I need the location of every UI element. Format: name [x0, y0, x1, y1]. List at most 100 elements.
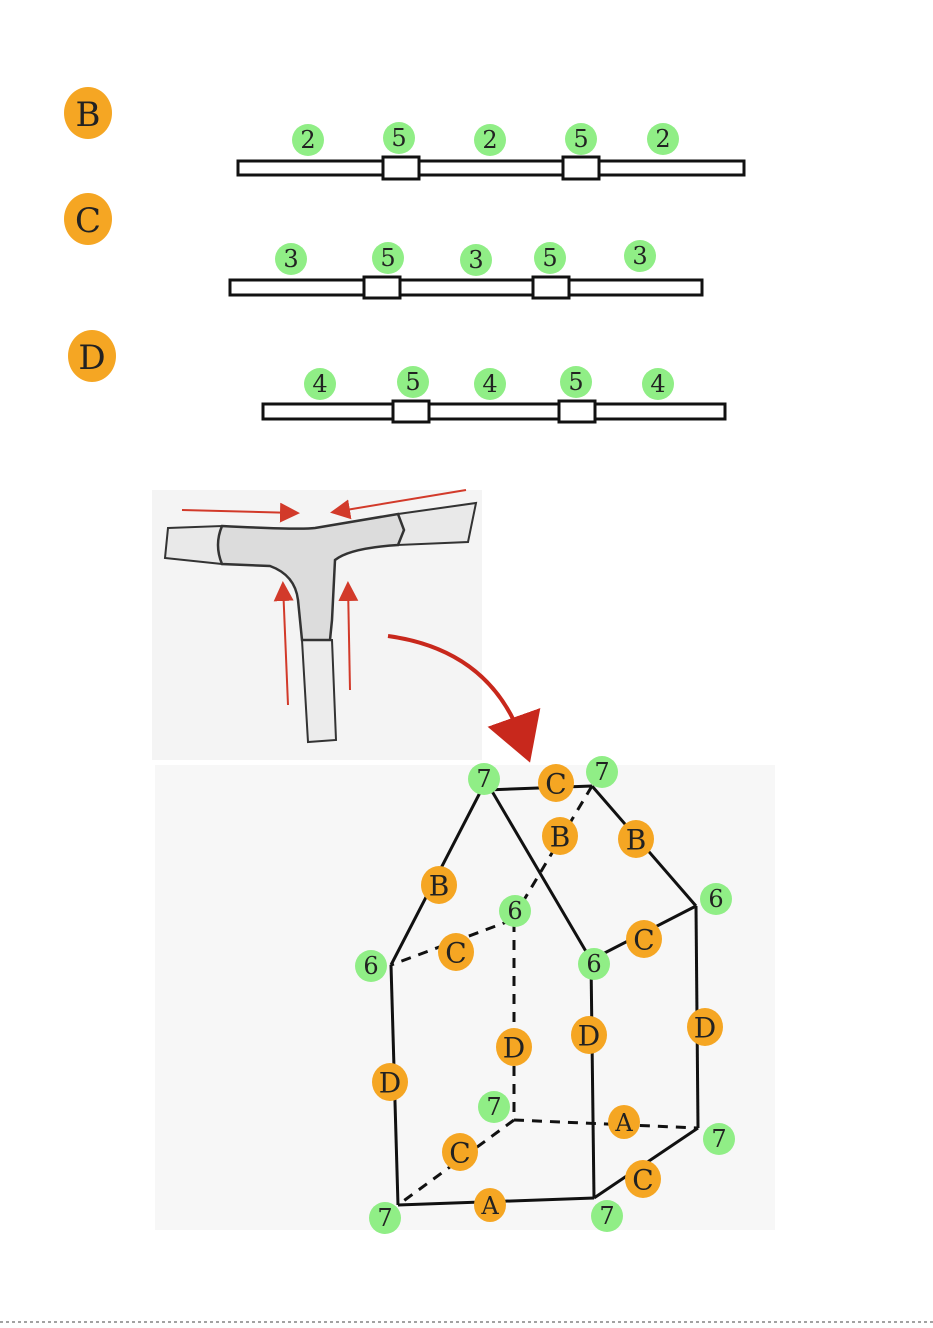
svg-text:C: C — [449, 1137, 470, 1170]
edge-label-base-front: A — [474, 1188, 506, 1222]
rod-b-connector-1 — [383, 157, 419, 179]
edge-label-base-back: A — [608, 1105, 640, 1139]
rod-c-segment-1: 3 — [275, 243, 307, 275]
rod-d-segment-3: 4 — [474, 368, 506, 400]
vertex-label-front-apex: 7 — [468, 763, 500, 795]
svg-text:C: C — [445, 937, 466, 970]
edge-label-ridge: C — [538, 764, 574, 802]
svg-text:C: C — [633, 924, 654, 957]
svg-text:4: 4 — [650, 370, 665, 398]
svg-text:7: 7 — [599, 1202, 614, 1230]
rod-d-connector-2 — [559, 401, 595, 422]
vertex-label-back-right-base: 7 — [703, 1123, 735, 1155]
vertex-label-front-right-eave: 6 — [578, 948, 610, 980]
rod-b-letter: B — [76, 95, 101, 135]
rod-d-segment-5: 4 — [642, 368, 674, 400]
rod-c-letter: C — [75, 201, 101, 241]
svg-text:6: 6 — [363, 952, 378, 980]
svg-text:7: 7 — [377, 1204, 392, 1232]
t-connector-illustration — [152, 490, 482, 760]
svg-text:A: A — [480, 1192, 499, 1220]
svg-text:B: B — [550, 821, 571, 854]
left-tube — [165, 526, 222, 564]
svg-text:5: 5 — [380, 244, 395, 272]
rod-d-connector-1 — [393, 401, 429, 422]
rod-c-segment-4: 5 — [534, 242, 566, 274]
vertex-label-back-right-eave: 6 — [700, 883, 732, 915]
rod-b-row: B 2 5 2 5 2 — [64, 87, 744, 179]
svg-text:3: 3 — [632, 242, 647, 270]
edge-label-front-left-post: D — [372, 1063, 408, 1101]
rod-b-segment-4: 5 — [565, 123, 597, 155]
svg-text:7: 7 — [594, 758, 609, 786]
rod-d-segment-4: 5 — [560, 366, 592, 398]
edge-label-base-right: C — [625, 1160, 661, 1198]
edge-label-back-right-post: D — [687, 1008, 723, 1046]
edge-label-front-roof-left: B — [421, 866, 457, 904]
svg-text:D: D — [503, 1032, 525, 1065]
vertex-label-back-apex: 7 — [586, 756, 618, 788]
edge-label-back-left-post: D — [496, 1028, 532, 1066]
rod-b-segment-1: 2 — [292, 124, 324, 156]
rod-b-letter-badge: B — [64, 87, 112, 139]
rod-d-row: D 4 5 4 5 4 — [68, 330, 725, 422]
svg-text:5: 5 — [391, 124, 406, 152]
rod-c-connector-2 — [533, 277, 569, 298]
edge-label-front-right-post: D — [571, 1016, 607, 1054]
svg-text:7: 7 — [486, 1093, 501, 1121]
svg-text:6: 6 — [507, 897, 522, 925]
svg-text:7: 7 — [711, 1125, 726, 1153]
svg-text:7: 7 — [476, 765, 491, 793]
edge-label-back-roof-right: B — [618, 820, 654, 858]
rod-b-segment-2: 5 — [383, 122, 415, 154]
rod-c-tube — [230, 280, 702, 295]
bottom-tube — [302, 640, 336, 742]
edge-label-back-roof-left: B — [542, 817, 578, 855]
rod-c-letter-badge: C — [64, 193, 112, 245]
svg-text:D: D — [694, 1012, 716, 1045]
rod-c-connector-1 — [364, 277, 400, 298]
rod-c-segment-5: 3 — [624, 240, 656, 272]
edge-label-eave-right: C — [626, 920, 662, 958]
svg-text:2: 2 — [300, 126, 315, 154]
rod-d-segment-2: 5 — [397, 366, 429, 398]
vertex-label-back-left-eave: 6 — [499, 895, 531, 927]
svg-text:5: 5 — [573, 125, 588, 153]
svg-text:B: B — [429, 870, 450, 903]
svg-text:4: 4 — [312, 370, 327, 398]
rod-c-row: C 3 5 3 5 3 — [64, 193, 702, 298]
svg-text:6: 6 — [708, 885, 723, 913]
rod-d-tube — [263, 404, 725, 419]
vertex-label-back-left-base: 7 — [478, 1091, 510, 1123]
house-frame: C B B B C C D D D D A C A C 7 7 6 6 6 6 … — [155, 756, 775, 1234]
edge-label-eave-left: C — [438, 933, 474, 971]
rod-b-connector-2 — [563, 157, 599, 179]
svg-text:3: 3 — [283, 245, 298, 273]
svg-text:3: 3 — [468, 246, 483, 274]
vertex-label-front-right-base: 7 — [591, 1200, 623, 1232]
edge-label-base-left: C — [442, 1133, 478, 1171]
svg-text:2: 2 — [655, 125, 670, 153]
rod-c-segment-3: 3 — [460, 244, 492, 276]
rod-b-tube — [238, 161, 744, 175]
svg-text:4: 4 — [482, 370, 497, 398]
svg-text:D: D — [379, 1067, 401, 1100]
vertex-label-front-left-eave: 6 — [355, 950, 387, 982]
svg-text:C: C — [632, 1164, 653, 1197]
svg-text:5: 5 — [568, 368, 583, 396]
rod-d-letter: D — [78, 338, 105, 378]
rod-c-segment-2: 5 — [372, 242, 404, 274]
svg-text:5: 5 — [405, 368, 420, 396]
svg-text:B: B — [626, 824, 647, 857]
svg-text:6: 6 — [586, 950, 601, 978]
rod-d-segment-1: 4 — [304, 368, 336, 400]
svg-text:A: A — [614, 1109, 633, 1137]
svg-text:2: 2 — [482, 126, 497, 154]
svg-text:C: C — [545, 768, 566, 801]
svg-text:5: 5 — [542, 244, 557, 272]
rod-b-segment-5: 2 — [647, 123, 679, 155]
rod-d-letter-badge: D — [68, 330, 116, 382]
rod-b-segment-3: 2 — [474, 124, 506, 156]
svg-text:D: D — [578, 1020, 600, 1053]
vertex-label-front-left-base: 7 — [369, 1202, 401, 1234]
